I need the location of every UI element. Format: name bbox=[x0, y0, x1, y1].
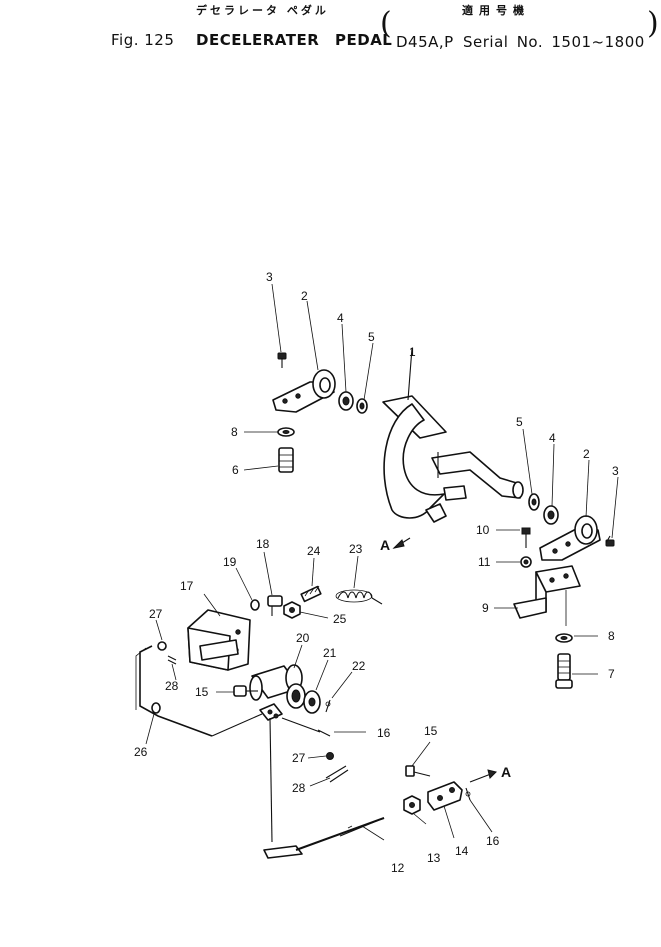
callout-3-right: 3 bbox=[612, 464, 619, 478]
view-arrow-a-upper bbox=[392, 537, 411, 549]
nut-11 bbox=[520, 556, 532, 568]
pin-16-right bbox=[465, 787, 471, 801]
washer-8-right bbox=[555, 633, 573, 643]
stud-24 bbox=[300, 585, 322, 603]
cotter-28-upper bbox=[167, 655, 177, 665]
bushing-4-left bbox=[338, 391, 354, 411]
callout-13: 13 bbox=[427, 851, 441, 865]
callout-4-right: 4 bbox=[549, 431, 556, 445]
serial-range: Serial No. 1501~1800 bbox=[463, 33, 645, 51]
bushing-4-right bbox=[543, 505, 559, 525]
washer-8-left bbox=[277, 427, 295, 437]
callout-15-left: 15 bbox=[195, 685, 209, 699]
callout-21: 21 bbox=[323, 646, 337, 660]
callout-28-upper: 28 bbox=[165, 679, 179, 693]
japanese-title: デセラレータ ペダル bbox=[196, 4, 329, 17]
nut-13 bbox=[403, 795, 421, 815]
view-label-a-upper: A bbox=[380, 537, 390, 553]
callout-18: 18 bbox=[256, 537, 270, 551]
callout-12: 12 bbox=[391, 861, 405, 875]
callout-19: 19 bbox=[223, 555, 237, 569]
callout-6: 6 bbox=[232, 463, 239, 477]
close-paren: ) bbox=[647, 6, 659, 41]
callout-15-right: 15 bbox=[424, 724, 438, 738]
support-bracket-9 bbox=[513, 565, 581, 626]
callout-16-left: 16 bbox=[377, 726, 391, 740]
callout-7: 7 bbox=[608, 667, 615, 681]
lever-plate bbox=[259, 703, 283, 721]
callout-4-left: 4 bbox=[337, 311, 344, 325]
callout-8-left: 8 bbox=[231, 425, 238, 439]
callout-14: 14 bbox=[455, 844, 469, 858]
callout-5-right: 5 bbox=[516, 415, 523, 429]
callout-3-left: 3 bbox=[266, 270, 273, 284]
callout-17: 17 bbox=[180, 579, 194, 593]
cotter-28-lower bbox=[325, 765, 349, 783]
callout-27-lower: 27 bbox=[292, 751, 306, 765]
pivot-bracket-right bbox=[539, 515, 601, 561]
pivot-bracket-left bbox=[272, 369, 336, 413]
bolt-15-left bbox=[233, 685, 258, 697]
figure-header: デセラレータ ペダル Fig. 125 DECELERATER PEDAL ( … bbox=[0, 0, 661, 60]
bolt-18 bbox=[267, 595, 283, 616]
callout-28-lower: 28 bbox=[292, 781, 306, 795]
callout-1: 1 bbox=[409, 345, 416, 359]
callout-16-right: 16 bbox=[486, 834, 500, 848]
bolt-3-right bbox=[605, 535, 615, 547]
callout-11: 11 bbox=[478, 555, 491, 569]
rod-12 bbox=[263, 717, 385, 859]
callout-27-upper: 27 bbox=[149, 607, 163, 621]
callout-9: 9 bbox=[482, 601, 489, 615]
callout-25: 25 bbox=[333, 612, 347, 626]
seal-5-left bbox=[356, 398, 368, 414]
leader-1 bbox=[407, 347, 413, 401]
bolt-6 bbox=[278, 447, 294, 473]
figure-number: Fig. 125 bbox=[111, 31, 175, 49]
callout-22: 22 bbox=[352, 659, 366, 673]
mounting-bracket-17 bbox=[187, 609, 251, 671]
callout-24: 24 bbox=[307, 544, 321, 558]
clip-27-lower bbox=[326, 752, 334, 760]
nut-25 bbox=[283, 601, 301, 619]
clip-27-upper bbox=[157, 641, 167, 651]
bolt-3-left bbox=[277, 352, 287, 368]
view-label-a-lower: A bbox=[501, 764, 511, 780]
bolt-15-right bbox=[405, 765, 431, 777]
leader-lines bbox=[145, 283, 619, 841]
view-arrow-a-lower bbox=[469, 769, 497, 783]
bolt-10 bbox=[521, 527, 531, 548]
callout-23: 23 bbox=[349, 542, 363, 556]
pin-16-left bbox=[281, 717, 331, 737]
pin-22 bbox=[325, 699, 331, 713]
callout-20: 20 bbox=[296, 631, 310, 645]
clevis-14 bbox=[427, 781, 463, 811]
callout-26: 26 bbox=[134, 745, 148, 759]
pipe-26 bbox=[135, 645, 213, 737]
callout-5-left: 5 bbox=[368, 330, 375, 344]
callout-10: 10 bbox=[476, 523, 490, 537]
washer-21 bbox=[303, 690, 321, 714]
callout-labels: 1 2 2 3 3 4 4 5 5 6 7 8 8 9 10 11 12 13 … bbox=[134, 270, 619, 875]
pipe-link bbox=[211, 713, 263, 737]
decelerator-pedal bbox=[382, 395, 524, 523]
callout-2-right: 2 bbox=[583, 447, 590, 461]
washer-19 bbox=[250, 599, 260, 611]
callout-2-left: 2 bbox=[301, 289, 308, 303]
return-spring-23 bbox=[335, 589, 383, 605]
callout-8-right: 8 bbox=[608, 629, 615, 643]
open-paren: ( bbox=[380, 6, 392, 41]
figure-title: DECELERATER PEDAL bbox=[196, 31, 393, 49]
boss-20 bbox=[249, 664, 306, 709]
model-label: D45A,P bbox=[396, 33, 454, 51]
seal-5-right bbox=[528, 493, 540, 511]
japanese-applicable-label: 適用号機 bbox=[462, 4, 530, 17]
bolt-7 bbox=[555, 653, 573, 689]
